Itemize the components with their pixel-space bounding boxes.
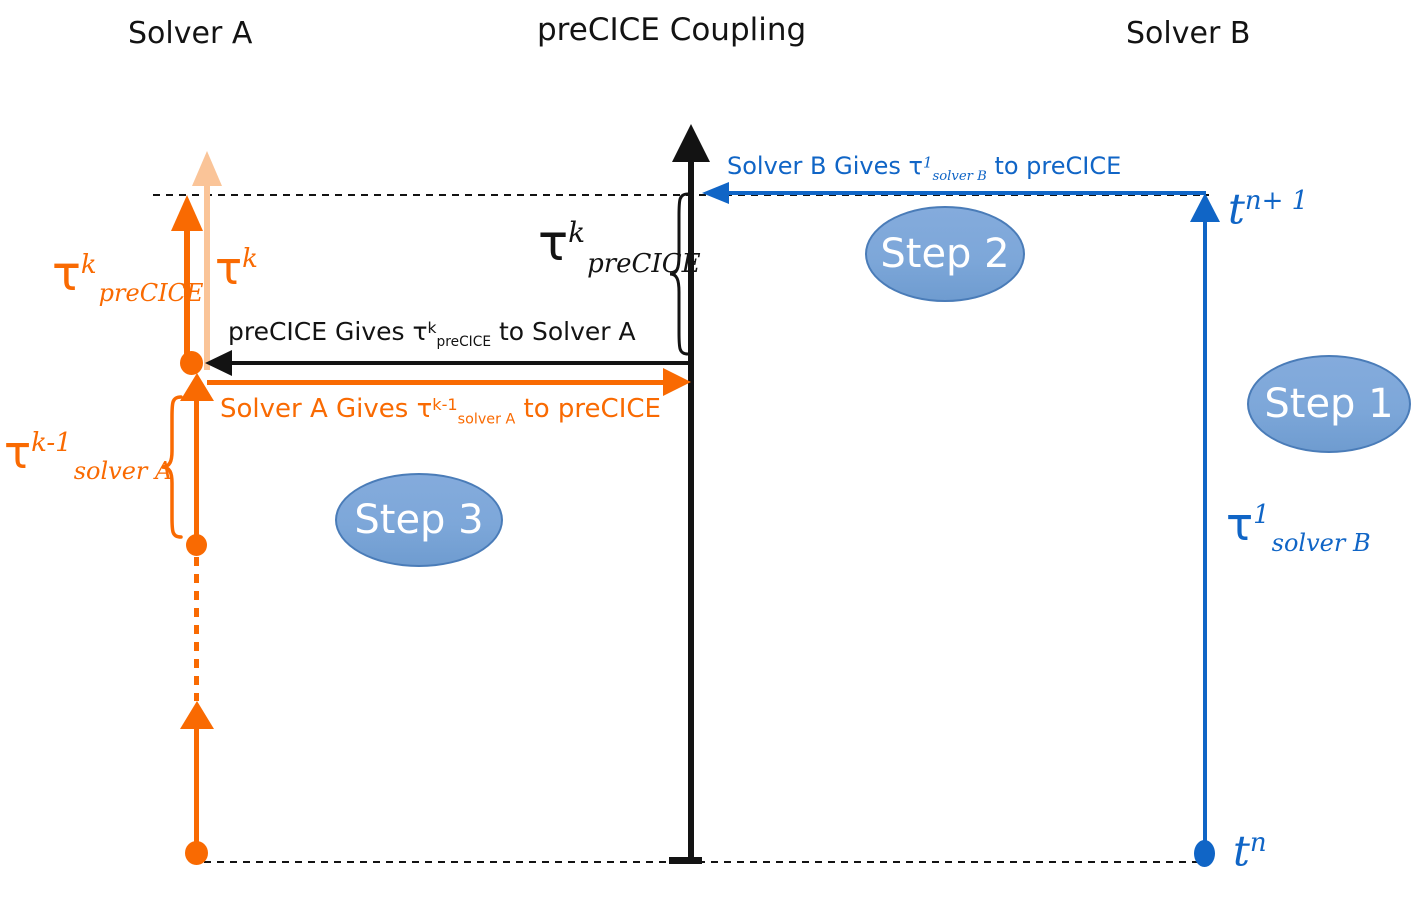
solver-a-gives-message: Solver A Gives τk-1solver A to preCICE xyxy=(220,394,661,428)
step-3-ellipse: Step 3 xyxy=(335,473,503,567)
precice-gives-arrowhead-icon xyxy=(205,350,232,376)
solver-b-timeline-arrowhead-icon xyxy=(1190,193,1220,222)
step-1-ellipse: Step 1 xyxy=(1247,355,1411,453)
solver-a-lower-line xyxy=(194,727,199,854)
solver-a-upper-line xyxy=(184,229,190,363)
solver-a-junction-dot xyxy=(180,351,203,375)
black-brace-icon xyxy=(669,192,690,356)
solver-a-gives-arrowhead-icon xyxy=(663,368,691,396)
solver-b-arrowhead-icon xyxy=(702,182,729,204)
tau-k-precice-black-label: τkpreCICE xyxy=(538,214,701,279)
step-1-label: Step 1 xyxy=(1264,381,1394,427)
precice-timeline-base-tick xyxy=(669,857,702,864)
solver-a-mid-arrowhead-icon xyxy=(180,373,214,401)
precice-gives-message: preCICE Gives τkpreCICE to Solver A xyxy=(228,317,636,351)
tau-k-orange-label: τk xyxy=(215,242,258,295)
solver-b-header: Solver B xyxy=(1126,16,1251,51)
orange-brace-icon xyxy=(161,395,183,539)
step-2-ellipse: Step 2 xyxy=(865,206,1025,302)
bottom-dashed-line xyxy=(204,861,1212,863)
solver-a-tn-dot xyxy=(185,841,208,865)
step-3-label: Step 3 xyxy=(354,497,484,543)
tau-1-solver-b-label: τ1solver B xyxy=(1226,498,1371,557)
solver-b-arrow-line xyxy=(727,191,1206,195)
solver-a-mid-line xyxy=(194,399,199,545)
solver-a-mid-dot xyxy=(186,534,207,556)
precice-timeline-arrowhead-icon xyxy=(672,124,710,162)
solver-b-tn-dot xyxy=(1194,840,1215,867)
solver-a-lower-arrowhead-icon xyxy=(180,701,214,729)
step-2-label: Step 2 xyxy=(880,231,1010,277)
solver-b-gives-message: Solver B Gives τ1solver B to preCICE xyxy=(727,152,1122,184)
solver-a-upper-arrowhead-icon xyxy=(171,195,203,231)
t-n-label: tn xyxy=(1233,826,1267,876)
precice-coupling-header: preCICE Coupling xyxy=(537,12,807,48)
precice-timeline-line xyxy=(688,156,694,860)
t-n-plus-1-label: tn+ 1 xyxy=(1228,184,1309,234)
tau-k-precice-orange-label: τkpreCICE xyxy=(52,246,204,307)
precice-gives-arrow-line xyxy=(228,361,690,365)
solver-a-gives-arrow-line xyxy=(207,380,665,385)
solver-a-dashed-line xyxy=(194,557,199,701)
solver-b-timeline-line xyxy=(1203,219,1207,855)
solver-a-faded-arrowhead-icon xyxy=(192,151,222,186)
solver-a-faded-line xyxy=(204,184,210,370)
solver-a-header: Solver A xyxy=(128,16,253,51)
tau-km1-solver-a-label: τk-1solver A xyxy=(4,426,173,485)
